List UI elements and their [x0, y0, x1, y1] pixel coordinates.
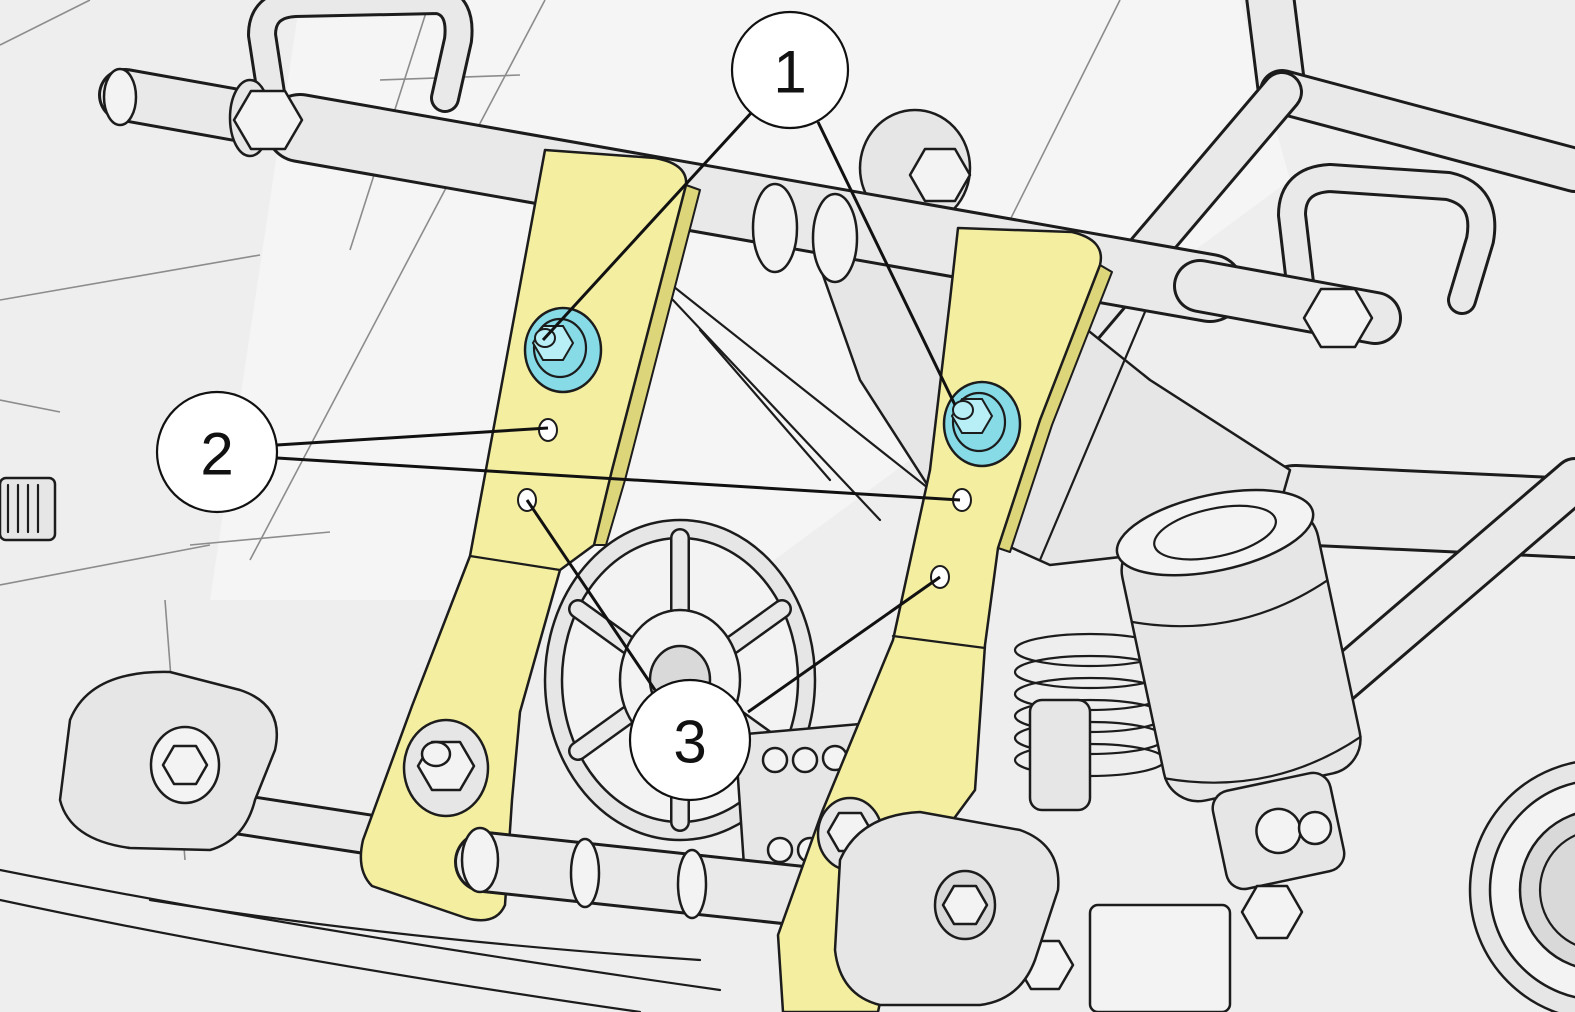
clamp-block: [1088, 903, 1232, 1012]
background-line: [0, 254, 261, 301]
bolt-1-left: [523, 306, 603, 394]
hex-nut-icon: [232, 89, 304, 151]
bracket-left: [359, 148, 701, 922]
frame-edge-line: [1038, 298, 1152, 562]
left-edge-part: [0, 476, 57, 542]
leader-line-1-left: [541, 110, 754, 342]
shock-absorber: [1115, 488, 1362, 891]
callout-1-label: 1: [773, 39, 806, 106]
hole-2-left: [538, 418, 558, 442]
bottom-clamp: [1015, 810, 1333, 1012]
rivet: [791, 746, 819, 774]
lower-link-left: [58, 670, 279, 852]
rod-collar: [676, 848, 708, 920]
handle-fill: [1280, 166, 1494, 312]
frame-tube-upper-right-fill: [1262, 72, 1575, 190]
leader-line-2-left: [276, 426, 549, 447]
frame-tube-lower-right-fill: [1310, 460, 1575, 710]
bracket-right-step: [891, 634, 987, 650]
lower-link-right: [833, 810, 1060, 1007]
leader-line-3-left: [525, 499, 657, 691]
upper-cross-tube: [98, 67, 1402, 349]
small-bolt: [1297, 810, 1333, 846]
callout-1: 1: [730, 10, 850, 130]
callout-3: 3: [628, 678, 752, 802]
right-wheel-partial: [1468, 761, 1575, 1012]
tow-handle-right: [1277, 163, 1497, 315]
background-line: [0, 544, 211, 586]
pipe-line: [0, 868, 722, 992]
background-line: [0, 399, 61, 413]
leader-line-1-right: [816, 121, 957, 406]
shock-rod: [1028, 698, 1092, 812]
callout-3-label: 3: [673, 709, 706, 776]
bolt-1-right: [942, 380, 1022, 468]
rivet: [761, 746, 789, 774]
leader-lines: [276, 110, 961, 714]
shock-cap: [1115, 488, 1315, 577]
callout-2: 2: [155, 390, 279, 514]
callout-2-label: 2: [200, 421, 233, 488]
hex-nut-icon: [1240, 884, 1304, 940]
wheel-hub-ring: [1538, 834, 1575, 946]
tube-end-cap: [102, 67, 138, 127]
handle-fill: [250, 0, 471, 112]
background-line: [189, 531, 331, 546]
hex-bolt-icon: [161, 744, 209, 786]
background-line: [999, 0, 1121, 241]
shock-band: [1130, 579, 1329, 628]
spacer-collar: [751, 182, 799, 274]
leader-line-3-right: [747, 575, 941, 714]
bolt-stud: [952, 400, 974, 420]
pipe-line: [148, 898, 702, 962]
bracket-left-step: [468, 554, 562, 572]
background-line: [0, 0, 91, 46]
bolt-washer-ring: [532, 317, 588, 379]
rod-collar: [569, 837, 601, 909]
hex-nut-icon: [941, 884, 989, 926]
wheel-inner: [1518, 812, 1575, 968]
hex-nut-icon: [908, 147, 972, 203]
callout-2-circle: [155, 390, 279, 514]
pipe-line: [0, 898, 642, 1012]
edge-ribs: [6, 483, 40, 534]
rod-fill: [457, 834, 868, 928]
callout-3-circle: [628, 678, 752, 802]
frame-tubes: [558, 0, 1575, 713]
frame-edge-line: [698, 328, 832, 482]
rivet: [766, 836, 794, 864]
bolt-washer-ring: [951, 391, 1007, 453]
tow-handle-left: [247, 0, 474, 115]
shock-cap-ring: [1153, 504, 1278, 561]
background-line: [249, 0, 546, 561]
rod-end-cap: [460, 826, 500, 894]
spacer-collar: [811, 192, 859, 284]
shock-band: [1163, 735, 1362, 784]
leader-line-2-right: [276, 456, 961, 502]
hex-nut-icon: [1302, 287, 1374, 349]
lower-front-rod: [454, 826, 871, 931]
callout-1-circle: [730, 10, 850, 130]
bolt-stud: [420, 740, 452, 768]
